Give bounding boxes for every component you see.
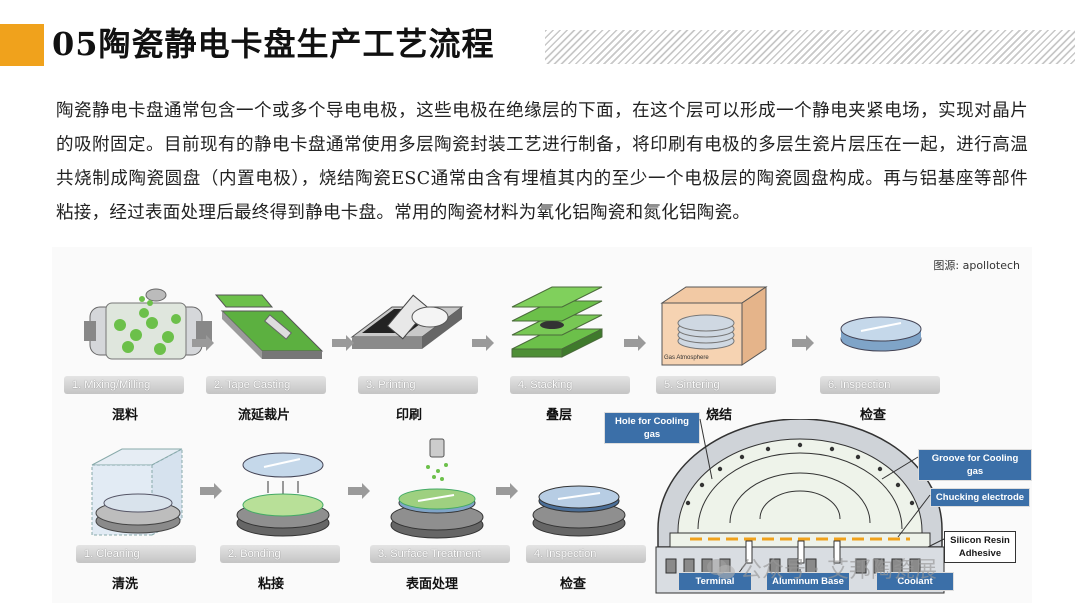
title-accent-bar [0,24,44,66]
callout-chucking-electrode: Chucking electrode [930,488,1030,507]
body-paragraph: 陶瓷静电卡盘通常包含一个或多个导电电极，这些电极在绝缘层的下面，在这个层可以形成… [56,101,1028,223]
row2-step1-cn: 清洗 [112,577,139,592]
step2-label: 2. Tape Casting [206,376,326,394]
row2-step2-label: 2. Bonding [220,545,340,563]
callout-aluminum-base: Aluminum Base [766,572,850,591]
row2-step1-label: 1. Cleaning [76,545,196,563]
watermark-text: 公众号 · 艾邦陶瓷展 [740,558,937,583]
callout-silicon-resin-adhesive: Silicon Resin Adhesive [944,531,1016,563]
callout-hole-cooling-gas: Hole for Cooling gas [604,412,700,444]
arrow-icon [792,335,814,351]
tape-caster-icon [214,294,324,359]
arrow-icon [192,335,214,351]
arrow-icon [472,335,494,351]
row2-step3-cn: 表面处理 [406,577,459,592]
callout-coolant: Coolant [876,572,954,591]
row2-step3-label: 3. Surface Treatment [370,545,510,563]
process-figure: 图源: apollotech 1. Mixing/Milling 混料 2. T… [52,247,1032,603]
arrow-icon [200,483,222,499]
step4-label: 4. Stacking [510,376,630,394]
furnace-icon: Gas Atmosphere [660,286,768,366]
arrow-icon [332,335,354,351]
arrow-icon [624,335,646,351]
row2-step4-cn: 检查 [560,577,587,592]
finished-chuck-icon [532,485,626,537]
figure-credit: 图源: apollotech [933,259,1020,272]
ceramic-disc-icon [840,316,922,352]
furnace-text: Gas Atmosphere [664,355,709,361]
row2-step4-label: 4. Inspection [526,545,646,563]
step2-cn: 流延裁片 [238,408,291,423]
cleaning-tank-icon [91,448,183,536]
step6-cn: 检查 [860,408,887,423]
ball-mill-icon [84,288,212,360]
green-sheet-stack-icon [511,286,603,358]
row2-step2-cn: 粘接 [258,577,285,592]
title-hatch-decoration [545,30,1075,64]
step5-label: 5. Sintering [656,376,776,394]
arrow-icon [348,483,370,499]
step6-label: 6. Inspection [820,376,940,394]
spray-coating-icon [390,438,484,539]
arrow-icon [496,483,518,499]
screen-printer-icon [350,294,464,349]
step1-label: 1. Mixing/Milling [64,376,184,394]
page-title: 05陶瓷静电卡盘生产工艺流程 [52,25,495,63]
step4-cn: 叠层 [546,408,573,423]
bonding-disc-icon [236,452,330,537]
step3-label: 3. Printing [358,376,478,394]
step1-cn: 混料 [112,408,139,423]
step5-cn: 烧结 [706,408,733,423]
callout-groove-cooling-gas: Groove for Cooling gas [918,449,1032,481]
callout-leader-lines [699,418,945,548]
step3-cn: 印刷 [396,408,423,423]
wechat-watermark-icon [707,559,735,579]
